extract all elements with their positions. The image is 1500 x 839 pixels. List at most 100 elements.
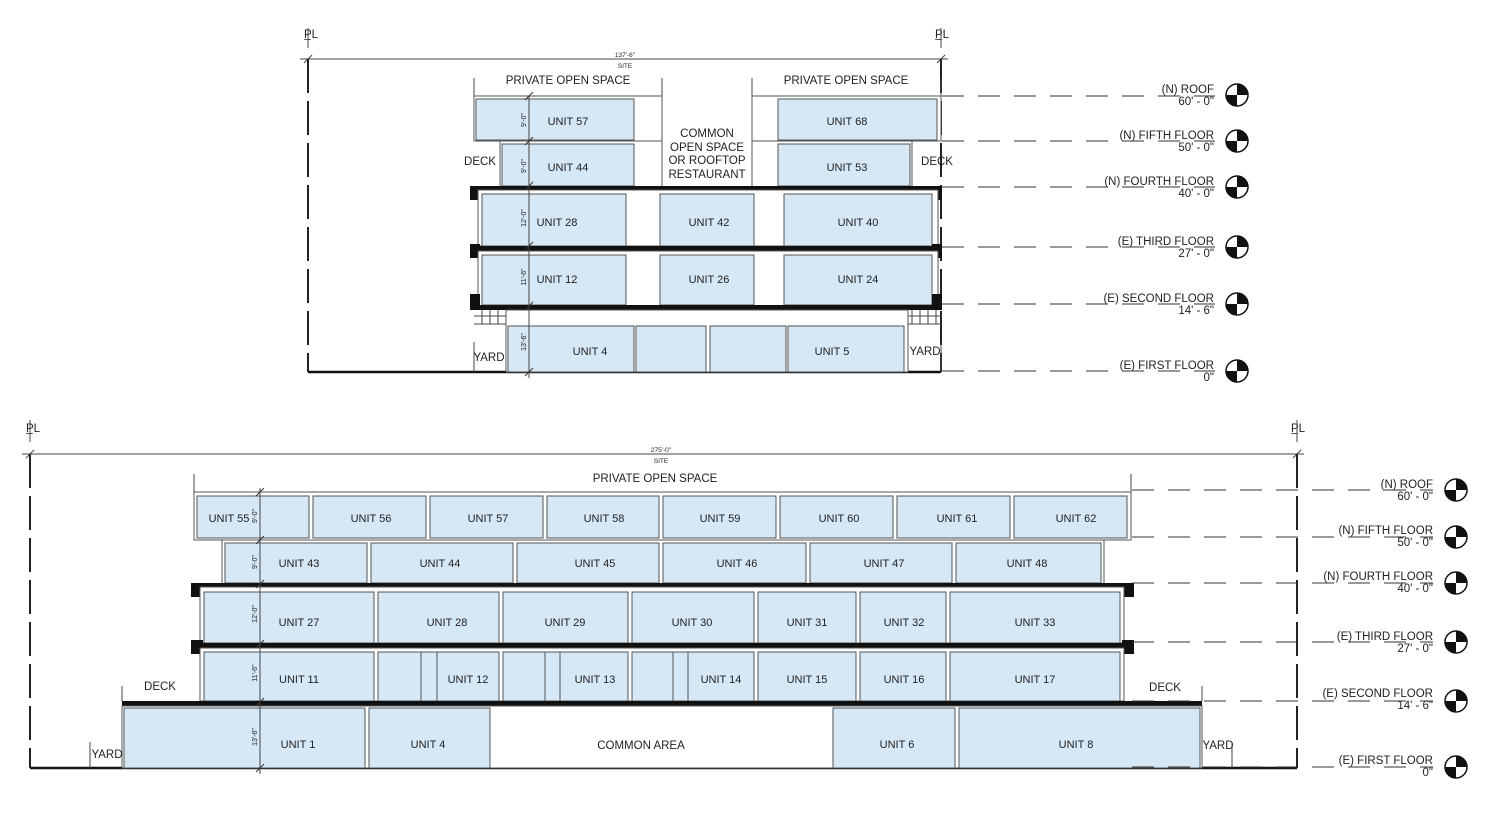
floor-height-dim: 11'-6": [521, 268, 528, 286]
unit-label: UNIT 12: [537, 274, 578, 286]
unit-label: UNIT 17: [1015, 674, 1056, 686]
unit-label: UNIT 42: [689, 217, 730, 229]
floor-height-dim: 9'-0": [252, 509, 259, 523]
unit-label: UNIT 56: [351, 513, 392, 525]
unit-label: UNIT 14: [701, 674, 742, 686]
common-open-space-line-3: OR ROOFTOP: [668, 155, 745, 167]
unit-26: [659, 254, 755, 306]
property-line-marker-left: P̲L: [303, 29, 318, 41]
level-name: (N) ROOF: [1381, 479, 1433, 491]
level-name: (N) ROOF: [1162, 84, 1214, 96]
deck-left-label: DECK: [144, 681, 176, 693]
common-open-space-line-1: COMMON: [680, 128, 734, 140]
unit-label: UNIT 6: [880, 739, 915, 751]
unit-label: UNIT 55: [209, 513, 250, 525]
floor-height-dim: 11'-6": [252, 664, 259, 682]
unit-label: UNIT 48: [1007, 558, 1048, 570]
unit-label: UNIT 32: [884, 617, 925, 629]
site-width-dimension: 275'-0": [651, 447, 672, 454]
unit-label: UNIT 5: [815, 346, 850, 358]
unit-label: UNIT 45: [575, 558, 616, 570]
elevation-marker-icon: [1444, 525, 1468, 549]
elevation-marker-icon: [1225, 235, 1249, 259]
level-elevation: 50' - 0": [1397, 537, 1433, 549]
unit-68: [777, 98, 938, 141]
floor-height-dim: 9'-0": [521, 159, 528, 173]
unit-label: UNIT 12: [448, 674, 489, 686]
top-section: P̲L P̲L 137'-6" SITE PRIVATE OPEN SPACE …: [300, 28, 1249, 384]
third-floor-units: [203, 591, 1121, 644]
unit-label: UNIT 31: [787, 617, 828, 629]
third-floor-slab: [194, 643, 1132, 648]
floor-height-dim: 13'-6": [252, 728, 259, 746]
fourth-floor-slab: [194, 583, 1132, 587]
floor-height-dim: 9'-0": [521, 113, 528, 127]
unit-label: UNIT 30: [672, 617, 713, 629]
floor-height-dim: 12'-0": [521, 209, 528, 227]
level-elevation: 40' - 0": [1178, 188, 1214, 200]
common-area-label: COMMON AREA: [597, 740, 685, 752]
unit-label: UNIT 28: [537, 217, 578, 229]
unit-53: [777, 143, 911, 187]
property-line-marker-left: P̲L: [25, 423, 40, 435]
level-elevation: 60' - 0": [1397, 491, 1433, 503]
floor-height-dim: 9'-0": [252, 555, 259, 569]
fifth-floor-units: [196, 495, 1128, 539]
unit-label: UNIT 16: [884, 674, 925, 686]
unit-label: UNIT 53: [827, 162, 868, 174]
unit-label: UNIT 61: [937, 513, 978, 525]
site-label: SITE: [618, 63, 633, 70]
unit-label: UNIT 15: [787, 674, 828, 686]
level-elevation: 60' - 0": [1178, 96, 1214, 108]
level-elevation: 27' - 0": [1397, 643, 1433, 655]
unit-label: UNIT 8: [1059, 739, 1094, 751]
unit-label: UNIT 4: [573, 346, 608, 358]
unit-label: UNIT 46: [717, 558, 758, 570]
unit-label: UNIT 58: [584, 513, 625, 525]
yard-left-label: YARD: [473, 352, 504, 364]
level-elevation: 14' - 6": [1178, 305, 1214, 317]
unit-label: UNIT 68: [827, 116, 868, 128]
fourth-floor-units: [224, 542, 1102, 584]
unit-40: [783, 193, 933, 247]
bottom-level-markers: (N) ROOF 60' - 0" (N) FIFTH FLOOR 50' - …: [1132, 478, 1468, 779]
unit-label: UNIT 59: [700, 513, 741, 525]
unit-label: UNIT 33: [1015, 617, 1056, 629]
bottom-section: P̲L P̲L 275'-0" SITE PRIVATE OPEN SPACE …: [22, 420, 1468, 779]
site-label: SITE: [654, 458, 669, 465]
level-name: (E) SECOND FLOOR: [1322, 688, 1433, 700]
level-elevation: 40' - 0": [1397, 583, 1433, 595]
elevation-marker-icon: [1225, 359, 1249, 383]
deck-left-label: DECK: [464, 156, 496, 168]
unit-label: UNIT 27: [279, 617, 320, 629]
property-line-marker-right: P̲L: [1290, 423, 1305, 435]
unit-label: UNIT 44: [548, 162, 589, 174]
level-name: (N) FIFTH FLOOR: [1338, 525, 1433, 537]
unit-label: UNIT 29: [545, 617, 586, 629]
elevation-marker-icon: [1225, 292, 1249, 316]
yard-right-label: YARD: [1202, 740, 1233, 752]
unit-label: UNIT 24: [838, 274, 879, 286]
elevation-marker-icon: [1444, 755, 1468, 779]
unit-12-top: [481, 254, 627, 306]
unit-label: UNIT 43: [279, 558, 320, 570]
unit-28-top: [481, 193, 627, 247]
unit-5: [787, 325, 905, 373]
unit-1: [123, 707, 366, 769]
unit-6: [832, 707, 956, 769]
second-floor-slab: [474, 305, 942, 310]
elevation-marker-icon: [1444, 478, 1468, 502]
floor-height-dim: 12'-0": [252, 605, 259, 623]
unit-label: UNIT 1: [281, 739, 316, 751]
private-open-space-left: PRIVATE OPEN SPACE: [506, 75, 631, 87]
unit-label: UNIT 4: [411, 739, 446, 751]
unit-label: UNIT 44: [420, 558, 461, 570]
level-name: (N) FIFTH FLOOR: [1119, 130, 1214, 142]
level-name: (E) THIRD FLOOR: [1118, 236, 1214, 248]
level-elevation: 0": [1204, 372, 1214, 384]
second-floor-slab: [122, 701, 1202, 706]
deck-right-label: DECK: [921, 156, 953, 168]
unit-label: UNIT 26: [689, 274, 730, 286]
unit-8: [958, 707, 1201, 769]
